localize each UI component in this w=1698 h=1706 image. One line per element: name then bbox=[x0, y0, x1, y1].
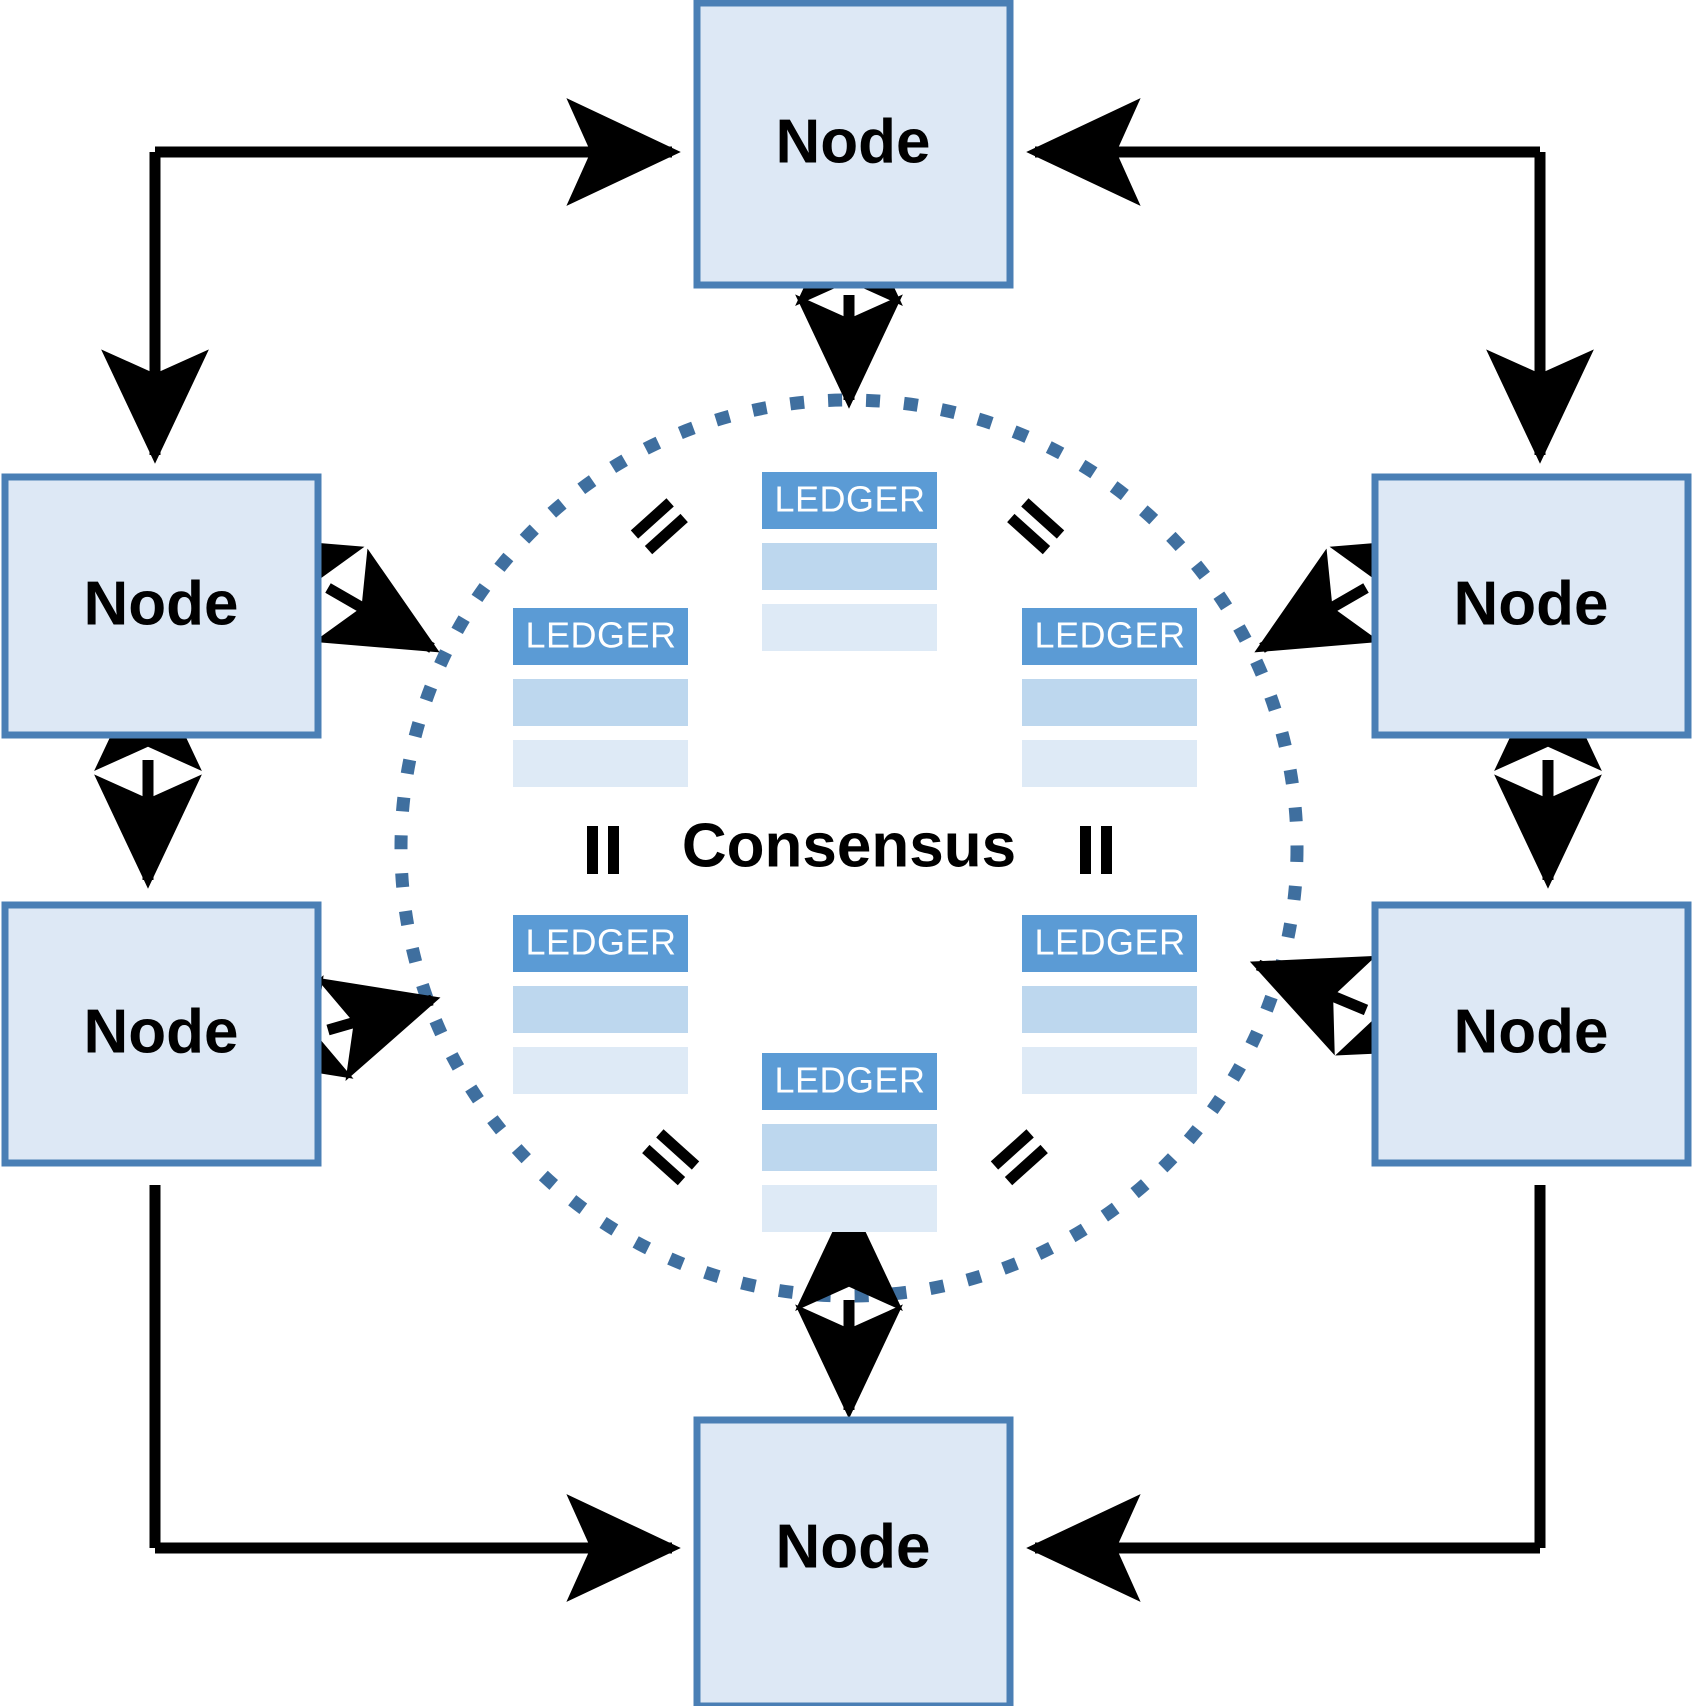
ledger-header bbox=[762, 472, 937, 529]
ledger-row-mid bbox=[1022, 986, 1197, 1033]
ledger-row-mid bbox=[762, 1124, 937, 1171]
ledger-lower-right[interactable]: LEDGER bbox=[1022, 915, 1197, 1094]
equals-mid-left bbox=[587, 826, 619, 874]
node-left-upper[interactable]: Node bbox=[1, 473, 322, 739]
ledger-bottom[interactable]: LEDGER bbox=[762, 1053, 937, 1232]
equals-bar bbox=[608, 826, 619, 874]
ledger-row-light bbox=[513, 740, 688, 787]
equals-bar bbox=[587, 826, 598, 874]
ledger-upper-left[interactable]: LEDGER bbox=[513, 608, 688, 787]
consensus-circle bbox=[394, 393, 1304, 1303]
equals-bar bbox=[1004, 1144, 1048, 1186]
equals-bottom-left bbox=[642, 1129, 700, 1186]
ledger-label: LEDGER bbox=[774, 1060, 925, 1101]
node-box[interactable] bbox=[1, 901, 322, 1167]
ledger-row-light bbox=[513, 1047, 688, 1094]
equals-bar bbox=[1101, 826, 1112, 874]
link-consensus-left-lower bbox=[228, 975, 441, 1082]
ledger-row-mid bbox=[762, 543, 937, 590]
ledger-label: LEDGER bbox=[525, 922, 676, 963]
node-right-upper[interactable]: Node bbox=[1371, 473, 1692, 739]
equals-bottom-right bbox=[990, 1129, 1048, 1186]
node-label: Node bbox=[776, 1512, 931, 1581]
ledger-row-light bbox=[762, 1185, 937, 1232]
node-label: Node bbox=[84, 569, 239, 638]
node-label: Node bbox=[776, 107, 931, 176]
link-consensus-left-upper bbox=[238, 536, 440, 653]
equals-top-right bbox=[1007, 498, 1065, 555]
link-consensus-right-upper bbox=[1254, 536, 1456, 653]
equals-bar bbox=[642, 1144, 686, 1186]
equals-bar bbox=[990, 1129, 1034, 1170]
ledger-header bbox=[1022, 915, 1197, 972]
ledger-header bbox=[762, 1053, 937, 1110]
ledger-label: LEDGER bbox=[1034, 615, 1185, 656]
equals-mid-right bbox=[1080, 826, 1112, 874]
ledger-label: LEDGER bbox=[774, 479, 925, 520]
ledger-label: LEDGER bbox=[525, 615, 676, 656]
node-box[interactable] bbox=[1371, 901, 1692, 1167]
node-box[interactable] bbox=[693, 0, 1014, 289]
node-left-lower[interactable]: Node bbox=[1, 901, 322, 1167]
ledger-row-light bbox=[1022, 1047, 1197, 1094]
ledger-label: LEDGER bbox=[1034, 922, 1185, 963]
consensus-connections bbox=[228, 191, 1462, 1419]
equals-bar bbox=[630, 498, 674, 539]
equals-bar bbox=[1080, 826, 1091, 874]
node-box[interactable] bbox=[1, 473, 322, 739]
ledger-row-mid bbox=[1022, 679, 1197, 726]
equals-bar bbox=[656, 1129, 700, 1170]
consensus-label: Consensus bbox=[682, 811, 1016, 880]
ledger-lower-left[interactable]: LEDGER bbox=[513, 915, 688, 1094]
ledger-row-light bbox=[1022, 740, 1197, 787]
node-box[interactable] bbox=[1371, 473, 1692, 739]
equals-bar bbox=[644, 513, 688, 555]
outer-ring-connections bbox=[94, 98, 1602, 1602]
equals-bar bbox=[1021, 498, 1065, 539]
node-top[interactable]: Node bbox=[693, 0, 1014, 289]
link-consensus-right-lower bbox=[1249, 955, 1462, 1056]
equals-top-left bbox=[630, 498, 688, 555]
equals-bar bbox=[1007, 513, 1051, 555]
ledger-header bbox=[513, 608, 688, 665]
ledger-row-mid bbox=[513, 986, 688, 1033]
node-box[interactable] bbox=[693, 1416, 1014, 1706]
node-label: Node bbox=[84, 997, 239, 1066]
node-bottom[interactable]: Node bbox=[693, 1416, 1014, 1706]
ledger-top[interactable]: LEDGER bbox=[762, 472, 937, 651]
ledger-row-mid bbox=[513, 679, 688, 726]
ledger-upper-right[interactable]: LEDGER bbox=[1022, 608, 1197, 787]
node-label: Node bbox=[1454, 569, 1609, 638]
ledger-row-light bbox=[762, 604, 937, 651]
node-right-lower[interactable]: Node bbox=[1371, 901, 1692, 1167]
ledger-header bbox=[513, 915, 688, 972]
node-label: Node bbox=[1454, 997, 1609, 1066]
ledger-header bbox=[1022, 608, 1197, 665]
